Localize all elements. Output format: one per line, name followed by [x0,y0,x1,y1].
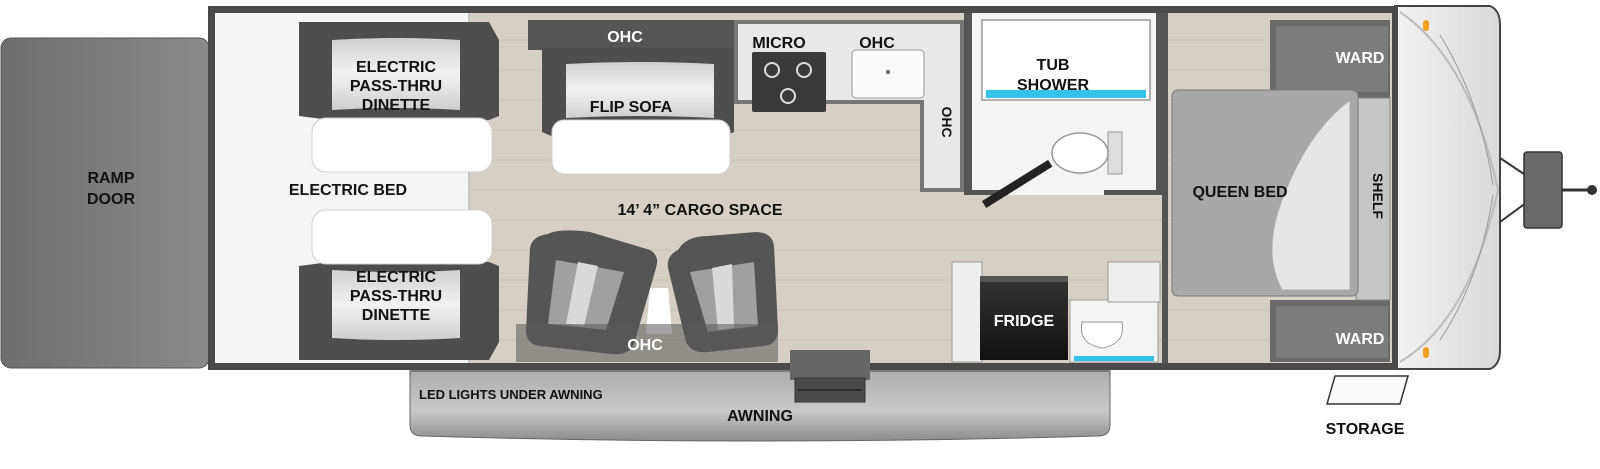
ohc-kitchen-vertical-label: OHC [939,106,955,137]
front-marker-light-bottom [1423,347,1429,358]
micro-label: MICRO [752,35,805,52]
upper-dinette-label-3: DINETTE [362,97,431,114]
cabinet-left-of-fridge [951,261,983,363]
lower-dinette-cushion [311,209,493,265]
flip-sofa-cushion [551,119,731,175]
hitch-ball [1587,185,1597,195]
ohc-sofa-label: OHC [607,29,643,46]
upper-dinette-cushion [311,117,493,173]
tub-shower [981,19,1151,101]
ward-bottom-label: WARD [1336,331,1385,348]
shelf-label: SHELF [1370,173,1386,219]
entry-door [790,350,870,380]
front-cap [1394,5,1501,370]
bath-wall-bottom-b [1104,190,1162,195]
queen-bed-label: QUEEN BED [1192,184,1287,201]
flip-sofa-back [528,20,734,50]
awning-label: AWNING [727,408,793,425]
sink-drain [886,70,890,74]
tub-shower-label-1: TUB [1037,57,1070,74]
bath-wall-right [1156,13,1162,195]
hitch-box [1523,151,1563,229]
bedroom-wall-left [1162,13,1168,363]
front-cap-curve [1399,11,1500,363]
front-marker-light-top [1423,20,1429,31]
stove-burners [764,62,812,104]
front-cap-curve-inner-b [1439,194,1494,341]
lower-dinette-label-1: ELECTRIC [356,269,436,286]
flip-sofa-seat [566,62,714,118]
upper-dinette-seat [332,38,460,110]
ramp-door-label-2: DOOR [87,191,135,208]
flip-sofa-label: FLIP SOFA [590,99,673,116]
vanity-side-cabinet [1107,261,1161,303]
storage-hatch [1326,375,1409,405]
ohc-lower-band [516,324,778,362]
ward-top-label: WARD [1336,50,1385,67]
led-lights-label: LED LIGHTS UNDER AWNING [419,387,603,402]
lower-dinette-label-2: PASS-THRU [350,288,442,305]
lamp-table [646,288,672,334]
lower-dinette-seat [332,270,460,340]
cargo-space-label: 14’ 4” CARGO SPACE [617,202,782,219]
stove [752,52,826,112]
upper-dinette-label-2: PASS-THRU [350,78,442,95]
electric-bed-label: ELECTRIC BED [289,182,407,199]
bath-wall-bottom [972,190,1008,195]
upper-dinette-label-1: ELECTRIC [356,59,436,76]
ohc-kitchen-label: OHC [859,35,895,52]
wardrobe-bottom-inner [1276,306,1388,358]
front-cap-curve-inner [1439,34,1494,186]
tub-shower-label-2: SHOWER [1017,77,1089,94]
storage-label: STORAGE [1326,421,1405,438]
vanity-sink [1080,321,1124,349]
tub-water [986,90,1146,98]
toilet-bowl [1051,132,1109,174]
ramp-door-label-1: RAMP [87,170,134,187]
fridge [980,280,1068,360]
armchair-left [526,230,658,355]
wardrobe-top-inner [1276,26,1388,92]
lower-dinette-label-3: DINETTE [362,307,431,324]
fridge-label: FRIDGE [994,313,1055,330]
ohc-lower-label: OHC [627,337,663,354]
kitchen-wall [964,13,972,195]
toilet-tank [1107,131,1123,175]
queen-bed-blanket [1271,98,1351,291]
awning [409,365,1111,442]
bath-door [981,159,1053,208]
fridge-top [980,276,1068,282]
vanity-water [1074,356,1154,361]
armchair-right [667,232,778,353]
